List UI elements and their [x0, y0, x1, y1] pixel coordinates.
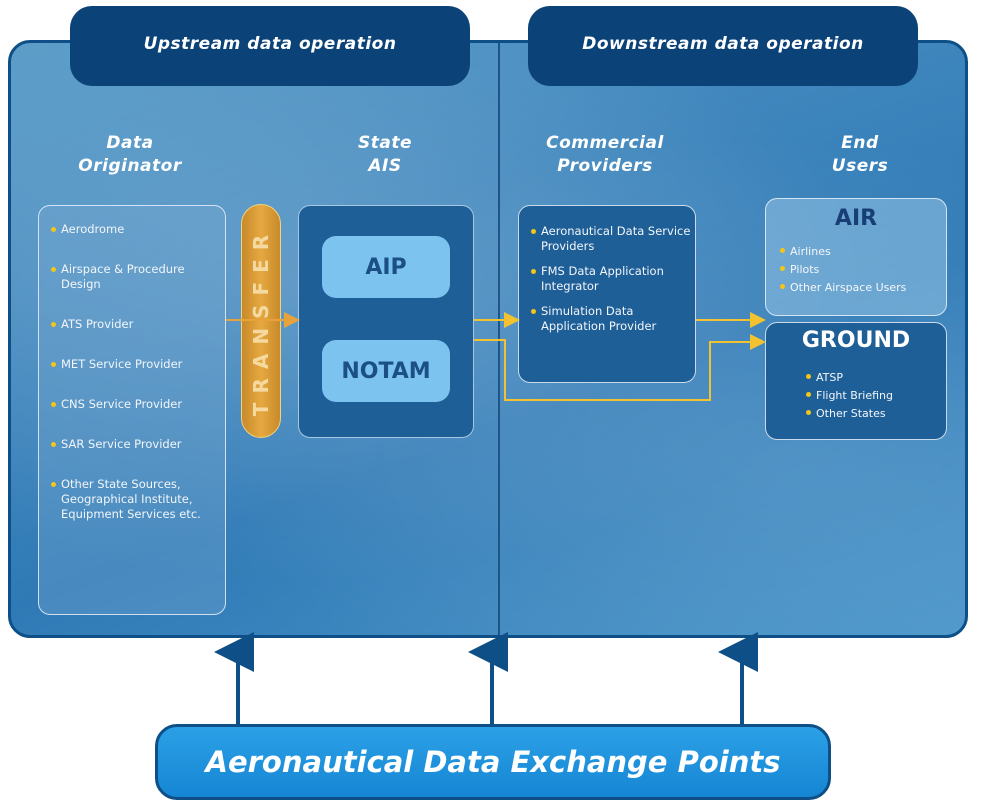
list-item: ATS Provider: [51, 317, 221, 332]
air-box: Airlines Pilots Other Airspace Users: [765, 198, 947, 316]
exchange-points-box: Aeronautical Data Exchange Points: [155, 724, 831, 800]
transfer-bar: TRANSFER: [241, 204, 281, 438]
data-originator-title: Data Originator: [78, 133, 182, 176]
list-item: Flight Briefing: [806, 387, 941, 405]
air-users-list: Airlines Pilots Other Airspace Users: [780, 243, 945, 297]
list-item: MET Service Provider: [51, 357, 221, 372]
list-item: Pilots: [780, 261, 945, 279]
data-originator-box: Aerodrome Airspace & Procedure Design AT…: [38, 205, 226, 615]
list-item: ATSP: [806, 369, 941, 387]
list-item: Other State Sources, Geographical Instit…: [51, 477, 221, 522]
upstream-header: Upstream data operation: [70, 6, 470, 86]
list-item: Other States: [806, 405, 941, 423]
list-item: Airspace & Procedure Design: [51, 262, 221, 292]
upstream-downstream-divider: [498, 43, 500, 635]
aip-pill: AIP: [322, 236, 450, 298]
ground-title: GROUND: [801, 328, 911, 353]
list-item: Aerodrome: [51, 222, 221, 237]
transfer-label: TRANSFER: [249, 225, 274, 417]
notam-pill: NOTAM: [322, 340, 450, 402]
list-item: Aeronautical Data Service Providers: [531, 224, 691, 254]
originator-list: Aerodrome Airspace & Procedure Design AT…: [51, 222, 221, 547]
end-users-title: End Users: [831, 133, 889, 176]
commercial-list: Aeronautical Data Service Providers FMS …: [531, 224, 691, 344]
downstream-header: Downstream data operation: [528, 6, 918, 86]
ground-users-list: ATSP Flight Briefing Other States: [806, 369, 941, 423]
commercial-providers-title: Commercial Providers: [546, 133, 664, 176]
list-item: Simulation Data Application Provider: [531, 304, 691, 334]
state-ais-title: State AIS: [358, 133, 412, 176]
list-item: FMS Data Application Integrator: [531, 264, 691, 294]
list-item: SAR Service Provider: [51, 437, 221, 452]
list-item: CNS Service Provider: [51, 397, 221, 412]
ground-box: ATSP Flight Briefing Other States: [765, 322, 947, 440]
commercial-providers-box: Aeronautical Data Service Providers FMS …: [518, 205, 696, 383]
list-item: Airlines: [780, 243, 945, 261]
air-title: AIR: [834, 206, 878, 231]
list-item: Other Airspace Users: [780, 279, 945, 297]
